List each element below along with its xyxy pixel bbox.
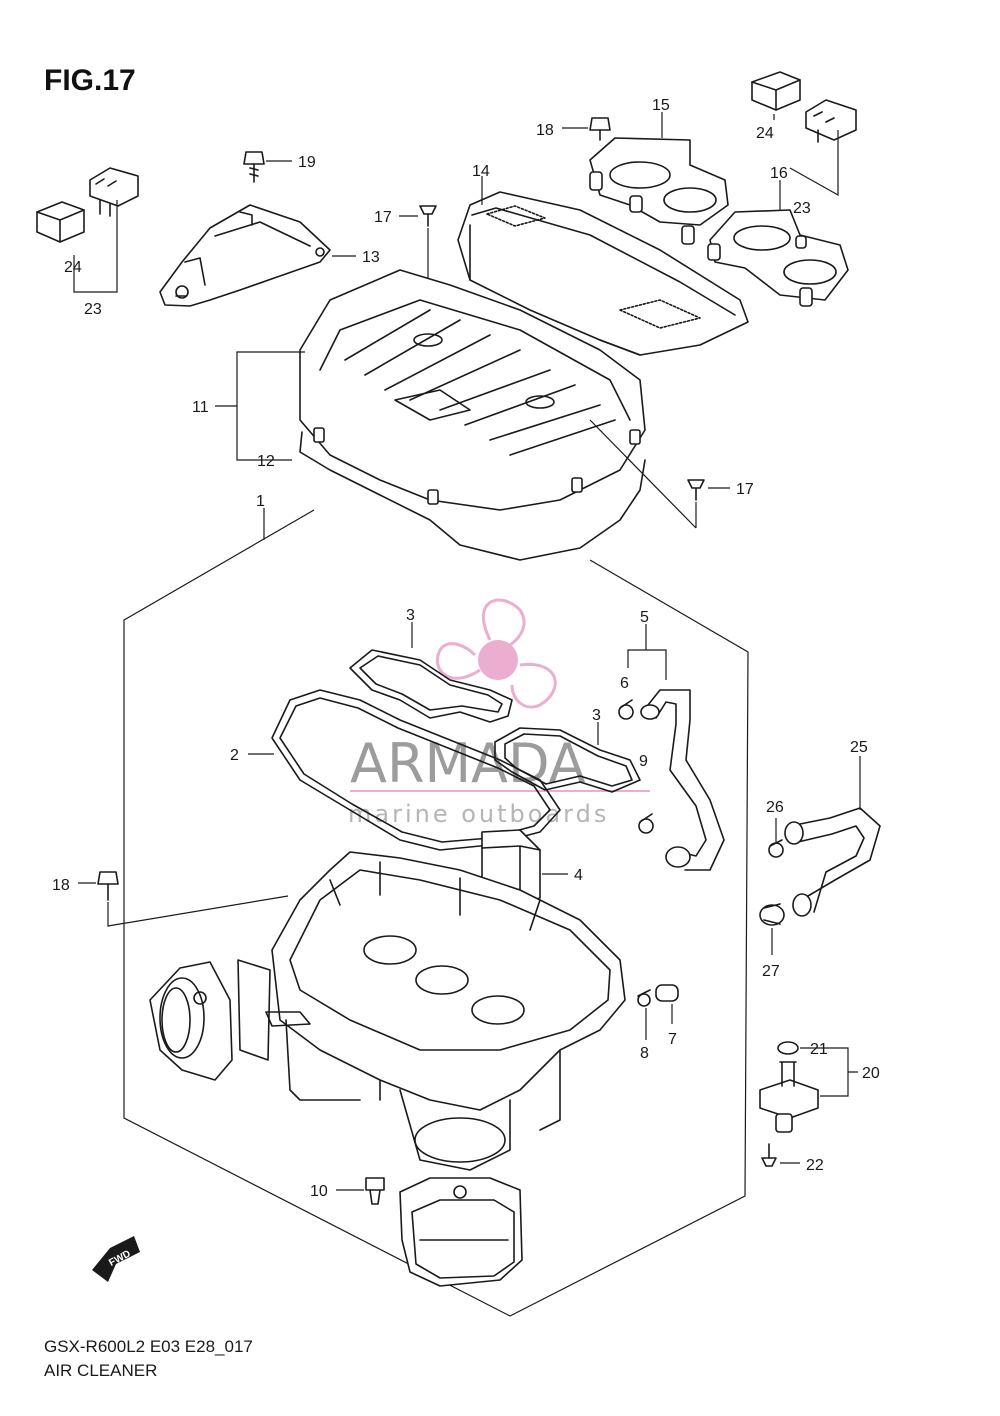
callout-15: 15 [652, 97, 670, 114]
callout-3-lower: 3 [592, 707, 601, 724]
part-23-right-sensor [805, 99, 857, 143]
intake-duct-left [149, 959, 311, 1081]
leader-23-left [73, 200, 118, 293]
part-24-right-cover [751, 71, 801, 111]
callout-23-right: 23 [793, 200, 811, 217]
callout-14: 14 [472, 163, 490, 180]
leader-5 [627, 624, 667, 680]
part-27-clamp [759, 903, 785, 926]
callout-5: 5 [640, 609, 649, 626]
part-16-funnel [707, 209, 849, 307]
part-8-clamp [637, 989, 651, 1007]
figure-title: FIG.17 [44, 64, 136, 97]
part-10-clip [365, 1177, 385, 1205]
callout-8: 8 [640, 1045, 649, 1062]
part-13-bracket [159, 204, 331, 307]
callout-24-left: 24 [64, 259, 82, 276]
leader-23-right [773, 114, 839, 197]
callout-10: 10 [310, 1183, 328, 1200]
part-21-o-ring [777, 1041, 799, 1055]
callout-19: 19 [298, 154, 316, 171]
part-18-bolt-top [589, 117, 611, 141]
callout-11: 11 [192, 399, 209, 416]
callout-18-left: 18 [52, 877, 70, 894]
callout-20: 20 [862, 1065, 880, 1082]
part-15-funnel [589, 137, 729, 245]
forward-arrow-icon: FWD [92, 1236, 140, 1282]
callout-3-upper: 3 [406, 607, 415, 624]
part-5-breather-hose [640, 689, 725, 871]
part-19-bolt [243, 151, 265, 183]
air-cleaner-case [271, 851, 626, 1171]
leader-1-frame [123, 508, 749, 1317]
callout-23-left: 23 [84, 301, 102, 318]
part-9-clamp [638, 813, 654, 834]
part-11-cleaner-cap [299, 269, 646, 511]
part-17-screw-right [687, 479, 705, 501]
part-6-clamp [618, 699, 634, 720]
part-20-sensor [759, 1061, 819, 1133]
callout-7: 7 [668, 1031, 677, 1048]
callout-13: 13 [362, 249, 380, 266]
watermark-tagline: marine outboards [348, 800, 609, 828]
callout-22: 22 [806, 1157, 824, 1174]
callout-2: 2 [230, 747, 239, 764]
part-12-seal [299, 427, 646, 561]
callout-12: 12 [257, 453, 275, 470]
footer-section: AIR CLEANER [44, 1361, 157, 1380]
callout-6: 6 [620, 675, 629, 692]
callout-9: 9 [639, 753, 648, 770]
part-24-left-cover [36, 201, 85, 243]
callout-26: 26 [766, 799, 784, 816]
callout-25: 25 [850, 739, 868, 756]
callout-24-right: 24 [756, 125, 774, 142]
watermark-logo: ARMADA marine outboards [348, 598, 650, 828]
part-17-screw-top [419, 205, 437, 227]
part-14-outlet-cover [457, 191, 749, 356]
footer-model: GSX-R600L2 E03 E28_017 [44, 1337, 253, 1356]
part-2-element-seal [271, 689, 561, 851]
propeller-hub [478, 640, 518, 680]
callout-27: 27 [762, 963, 780, 980]
leader-11-12 [215, 351, 305, 461]
part-18-bolt-left [97, 871, 119, 901]
leader-20-21 [800, 1047, 858, 1097]
propeller-icon [435, 598, 557, 709]
callout-16: 16 [770, 165, 788, 182]
leader-17-right [589, 419, 730, 529]
intake-duct-lower [399, 1177, 523, 1287]
watermark-brand: ARMADA [350, 732, 586, 795]
callout-4: 4 [574, 867, 583, 884]
callout-17-right: 17 [736, 481, 754, 498]
part-25-hose [784, 807, 881, 917]
callout-1: 1 [256, 493, 265, 510]
part-3-seal-upper [349, 649, 513, 723]
part-23-left-sensor [89, 167, 139, 217]
part-22-screw [761, 1143, 777, 1167]
leader-18-left [78, 882, 289, 927]
callout-21: 21 [810, 1041, 828, 1058]
part-26-clamp [768, 839, 784, 858]
callout-18-top: 18 [536, 122, 554, 139]
part-7-cap [655, 984, 679, 1002]
callout-17-top: 17 [374, 209, 392, 226]
